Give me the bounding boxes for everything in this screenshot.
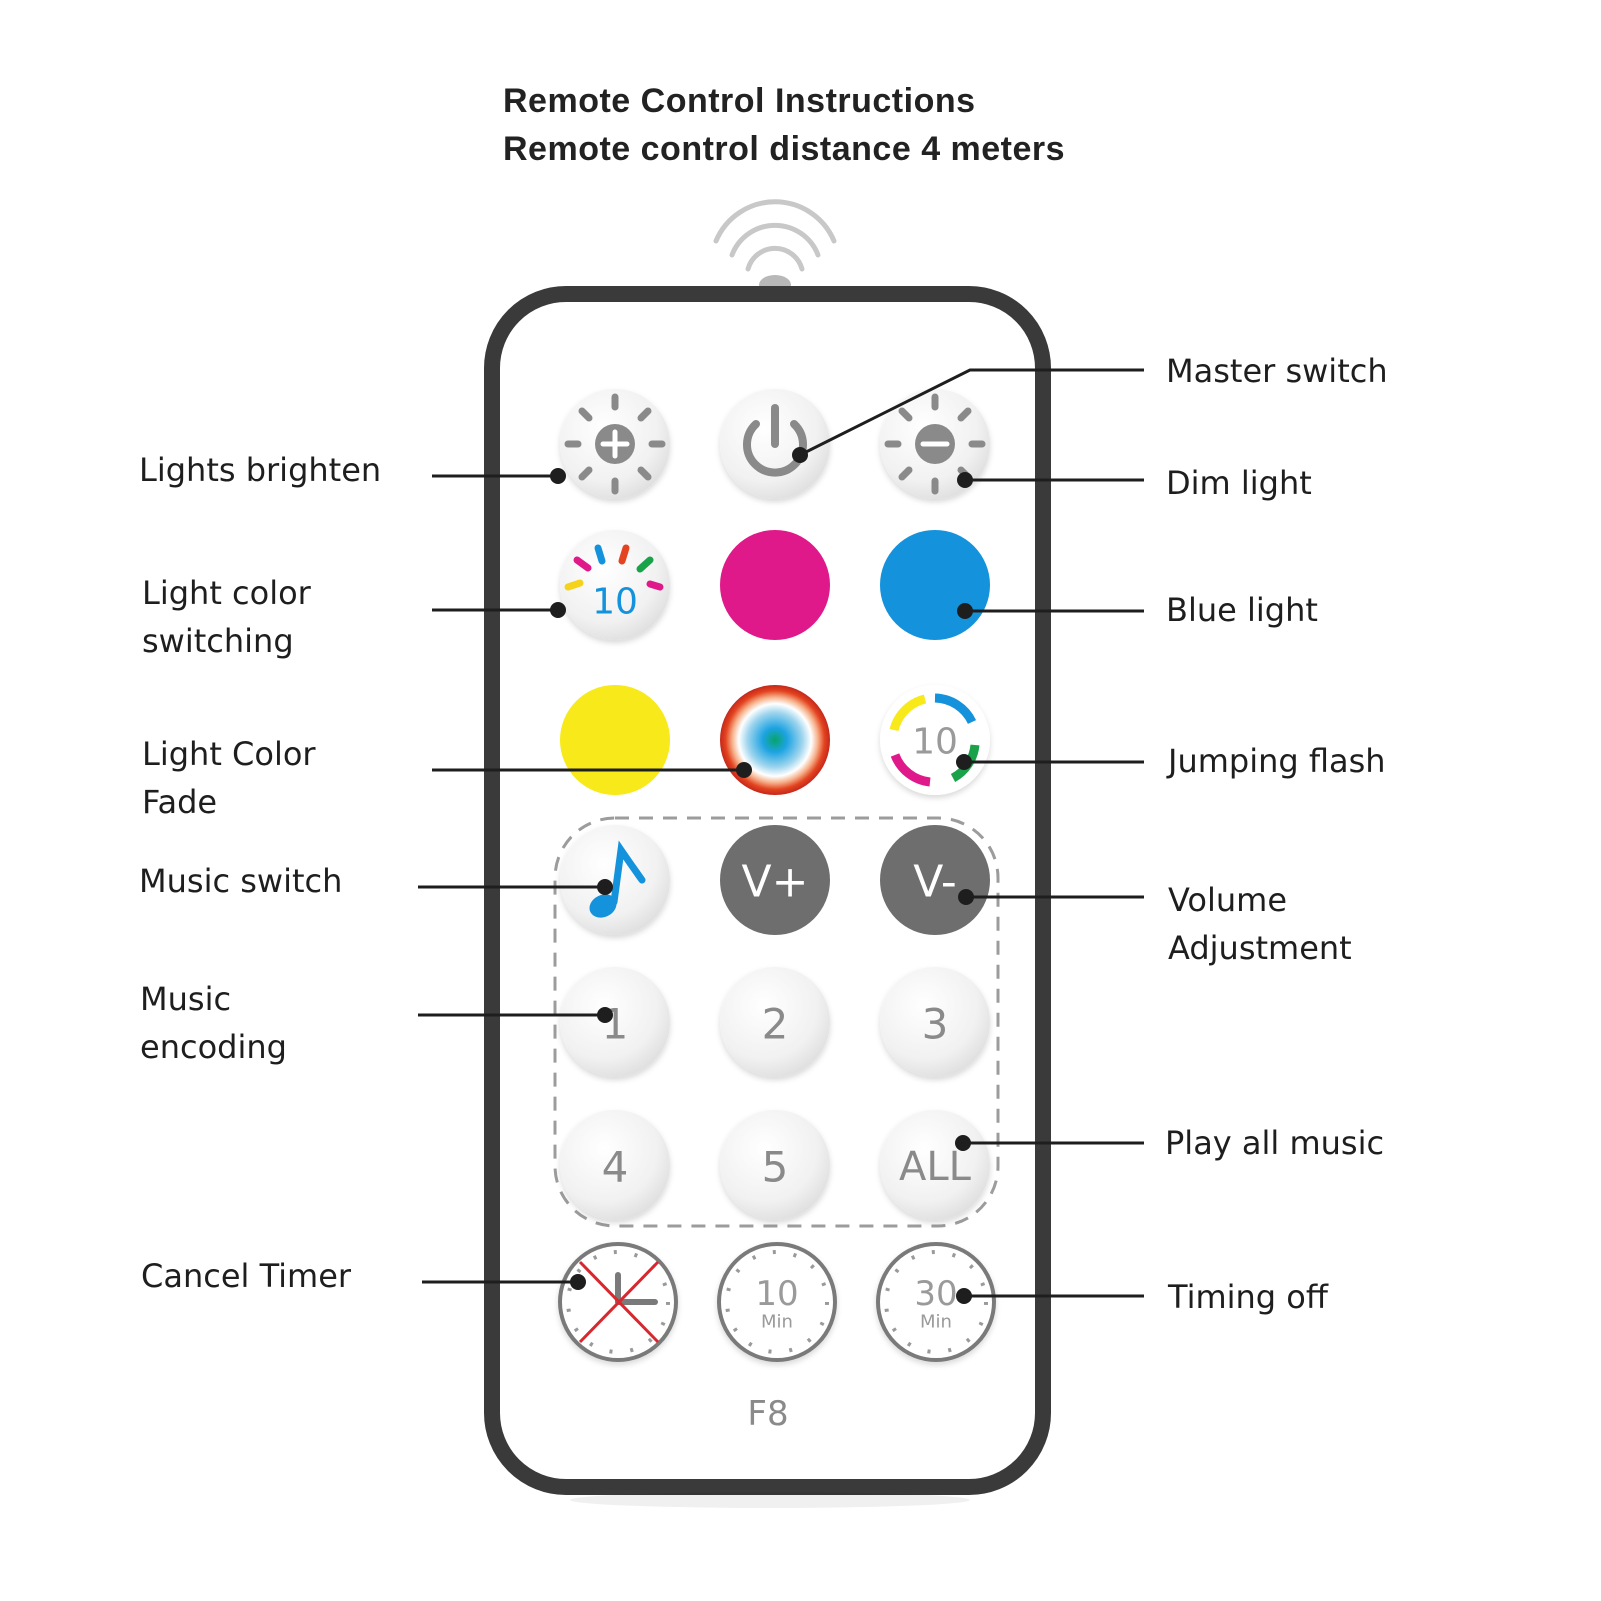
label-jumping-flash: Jumping flash [1168,742,1386,780]
music-3-button[interactable]: 3 [880,967,990,1077]
label-lights-brighten: Lights brighten [139,451,382,489]
cancel-timer-button[interactable] [558,1242,678,1362]
power-button[interactable] [720,389,830,499]
music-switch-button[interactable] [560,825,670,935]
cancel-cross-icon [578,1260,660,1344]
label-volume-adjustment: Volume Adjustment [1168,876,1352,972]
label-light-color-switching-line2: switching [142,622,294,660]
label-light-color-fade-line1: Light Color [142,735,316,773]
remote-shadow [570,1492,970,1508]
leader-dots [550,447,974,1304]
brightness-down-button[interactable] [880,389,990,499]
label-volume-adjustment-line1: Volume [1168,881,1288,919]
label-music-switch: Music switch [139,862,343,900]
music-note-icon [589,840,646,918]
music-5-label: 5 [762,1143,789,1192]
volume-down-label: V- [913,857,956,908]
label-blue-light: Blue light [1166,591,1318,629]
timer-30-button[interactable]: 30 Min [876,1242,996,1362]
music-5-button[interactable]: 5 [720,1110,830,1220]
music-4-button[interactable]: 4 [560,1110,670,1220]
label-light-color-fade-line2: Fade [142,783,218,821]
brightness-up-button[interactable] [560,389,670,499]
label-play-all-music: Play all music [1165,1124,1385,1162]
leader-lines [418,368,1144,1298]
label-cancel-timer: Cancel Timer [141,1257,352,1295]
blue-light-button[interactable] [880,530,990,640]
label-dim-light: Dim light [1166,464,1312,502]
jumping-flash-button[interactable]: 10 [880,685,990,795]
music-2-button[interactable]: 2 [720,967,830,1077]
colorful-rays-icon [564,544,664,591]
timer-10-unit: Min [761,1312,793,1333]
color-fade-button[interactable] [720,685,830,795]
label-light-color-switching: Light color switching [142,569,311,665]
model-label: F8 [747,1394,788,1434]
music-4-label: 4 [602,1143,629,1192]
label-music-encoding-line1: Music [140,980,232,1018]
yellow-light-button[interactable] [560,685,670,795]
leader-master-switch [799,368,1144,457]
timer-30-unit: Min [920,1312,952,1333]
label-master-switch: Master switch [1166,352,1388,390]
volume-up-label: V+ [742,857,809,908]
music-group-outline [553,816,1000,1228]
music-3-label: 3 [922,1000,949,1049]
page-subtitle: Remote control distance 4 meters [503,130,1066,168]
music-2-label: 2 [762,1000,789,1049]
volume-down-button[interactable]: V- [880,825,990,935]
magenta-light-button[interactable] [720,530,830,640]
play-all-button[interactable]: ALL [880,1110,990,1220]
power-icon [743,404,807,477]
timer-10-value: 10 [755,1274,798,1314]
wireless-signal-icon [713,199,837,272]
color-switch-number: 10 [592,582,638,623]
label-music-encoding-line2: encoding [140,1028,287,1066]
clock-hands-icon [615,1272,658,1305]
sun-plus-icon [564,393,666,495]
label-volume-adjustment-line2: Adjustment [1168,929,1352,967]
timer-10-button[interactable]: 10 Min [717,1242,837,1362]
color-ring-icon [889,693,980,787]
jump-flash-number: 10 [912,722,958,763]
color-switch-button[interactable]: 10 [560,530,670,640]
sun-minus-icon [884,393,986,495]
music-1-label: 1 [602,1000,629,1049]
music-1-button[interactable]: 1 [560,967,670,1077]
label-light-color-fade: Light Color Fade [142,730,316,826]
volume-up-button[interactable]: V+ [720,825,830,935]
timer-30-value: 30 [914,1274,957,1314]
label-light-color-switching-line1: Light color [142,574,311,612]
label-music-encoding: Music encoding [140,975,287,1071]
label-timing-off: Timing off [1168,1278,1328,1316]
play-all-label: ALL [899,1144,972,1190]
page-title: Remote Control Instructions [503,82,976,120]
